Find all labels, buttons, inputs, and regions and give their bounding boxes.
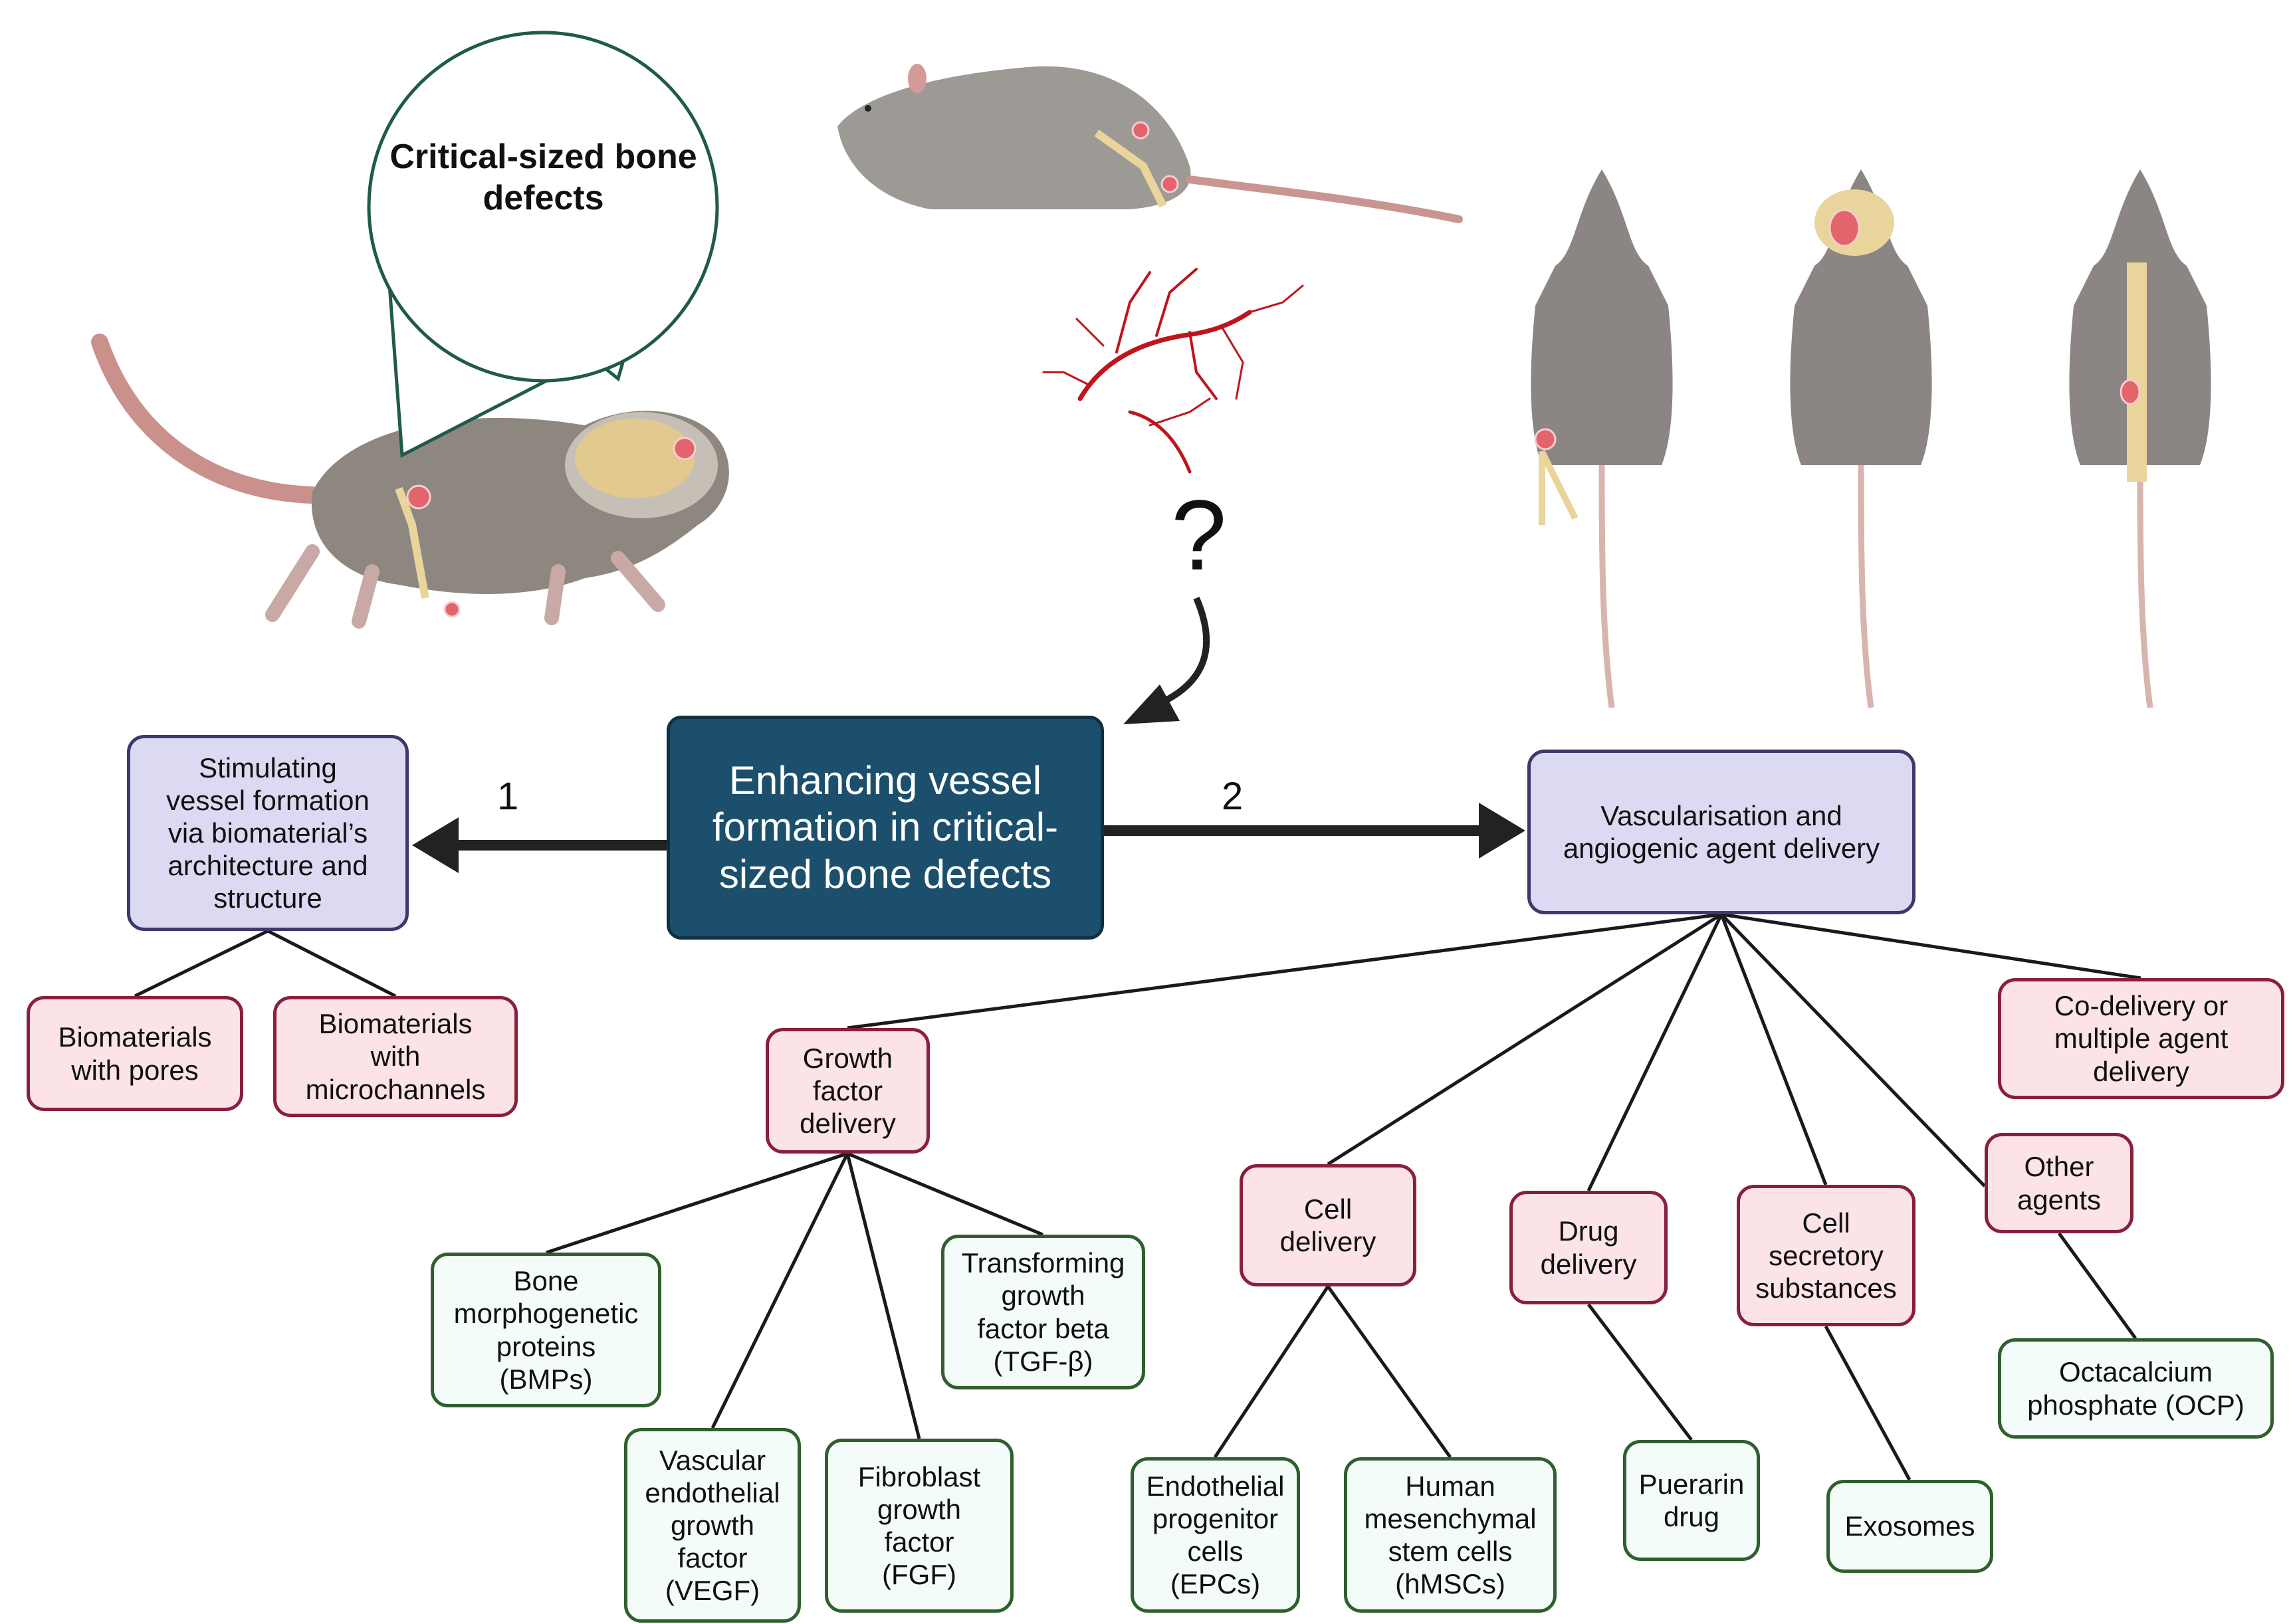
question-mark-icon: ?: [1171, 479, 1227, 591]
co-delivery-box: Co-delivery or multiple agent delivery: [1998, 978, 2284, 1099]
cell-secretory-box: Cell secretory substances: [1737, 1185, 1915, 1326]
puerarin-box: Puerarin drug: [1623, 1440, 1760, 1561]
exosomes-box: Exosomes: [1826, 1480, 1993, 1573]
biomaterials-microchannels-box: Biomaterials with microchannels: [273, 996, 518, 1117]
arrow-branch-1-head: [412, 817, 459, 873]
top-down-mouse-femur: [1531, 169, 1673, 708]
speech-bubble: [367, 31, 719, 458]
drug-delivery-box: Drug delivery: [1509, 1191, 1668, 1304]
other-agents-box: Other agents: [1985, 1133, 2133, 1233]
top-down-mouse-calvaria: [1790, 169, 1932, 708]
connector-lines: [134, 912, 2141, 1481]
central-box: Enhancing vessel formation in critical- …: [667, 716, 1104, 940]
side-rat-illustration: [837, 64, 1463, 223]
walking-mouse-illustration: [91, 334, 729, 629]
ocp-box: Octacalcium phosphate (OCP): [1998, 1338, 2274, 1439]
top-down-mouse-spine: [2069, 169, 2211, 708]
arrow-branch-2-head: [1479, 803, 1525, 859]
bubble-label: Critical-sized bone defects: [389, 138, 697, 218]
branch-2-number: 2: [1222, 775, 1244, 818]
bmp-box: Bone morphogenetic proteins (BMPs): [431, 1253, 661, 1407]
cell-delivery-box: Cell delivery: [1240, 1164, 1416, 1286]
hmsc-box: Human mesenchymal stem cells (hMSCs): [1344, 1457, 1557, 1613]
blood-vessel-icon: [1042, 268, 1304, 474]
vegf-box: Vascular endothelial growth factor (VEGF…: [624, 1428, 801, 1623]
tgf-beta-box: Transforming growth factor beta (TGF-β): [941, 1235, 1145, 1389]
question-arrow-head: [1123, 684, 1180, 724]
fgf-box: Fibroblast growth factor (FGF): [825, 1439, 1014, 1613]
branch1-box: Stimulating vessel formation via biomate…: [127, 735, 409, 931]
growth-factor-delivery-box: Growth factor delivery: [766, 1028, 930, 1154]
branch-1-number: 1: [497, 775, 519, 818]
epc-box: Endothelial progenitor cells (EPCs): [1131, 1457, 1300, 1613]
branch2-box: Vascularisation and angiogenic agent del…: [1527, 750, 1915, 914]
biomaterials-pores-box: Biomaterials with pores: [27, 996, 243, 1111]
question-arrow: [1148, 597, 1210, 711]
